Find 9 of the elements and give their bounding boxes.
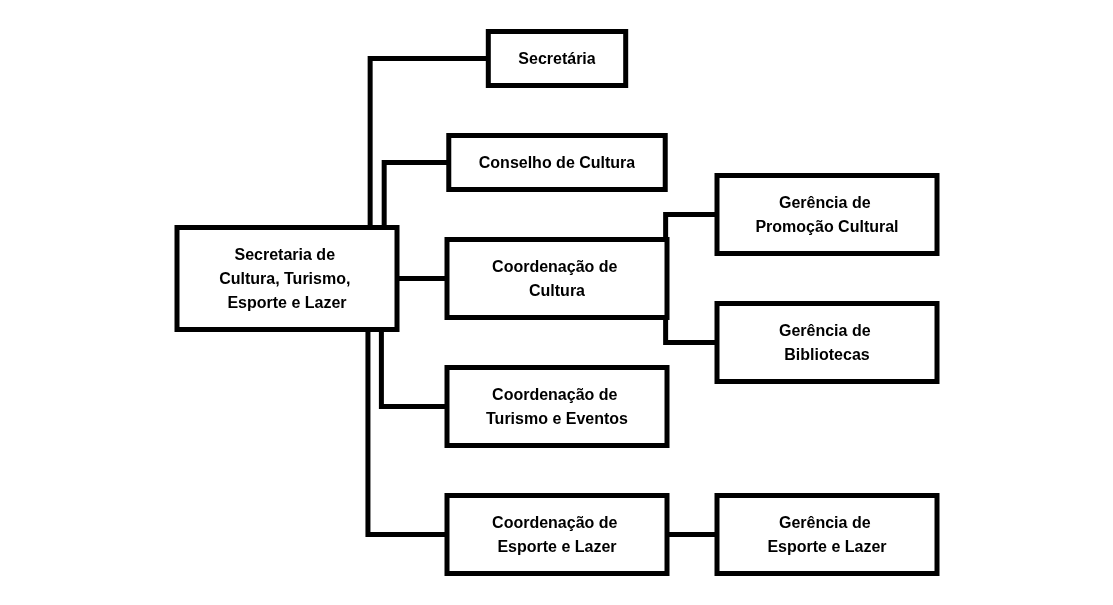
node-box: Gerência de Promoção Cultural: [714, 173, 939, 256]
node-box: Secretaria de Cultura, Turismo, Esporte e Lazer: [174, 225, 399, 332]
node-box: Coordenação de Turismo e Eventos: [444, 365, 669, 448]
node-box: Gerência de Bibliotecas: [714, 301, 939, 384]
node-box: Gerência de Esporte e Lazer: [714, 493, 939, 576]
node-box: Conselho de Cultura: [445, 133, 668, 192]
node-box: Coordenação de Cultura: [444, 237, 669, 320]
node-box: Coordenação de Esporte e Lazer: [444, 493, 669, 576]
node-box: Secretária: [485, 29, 628, 88]
